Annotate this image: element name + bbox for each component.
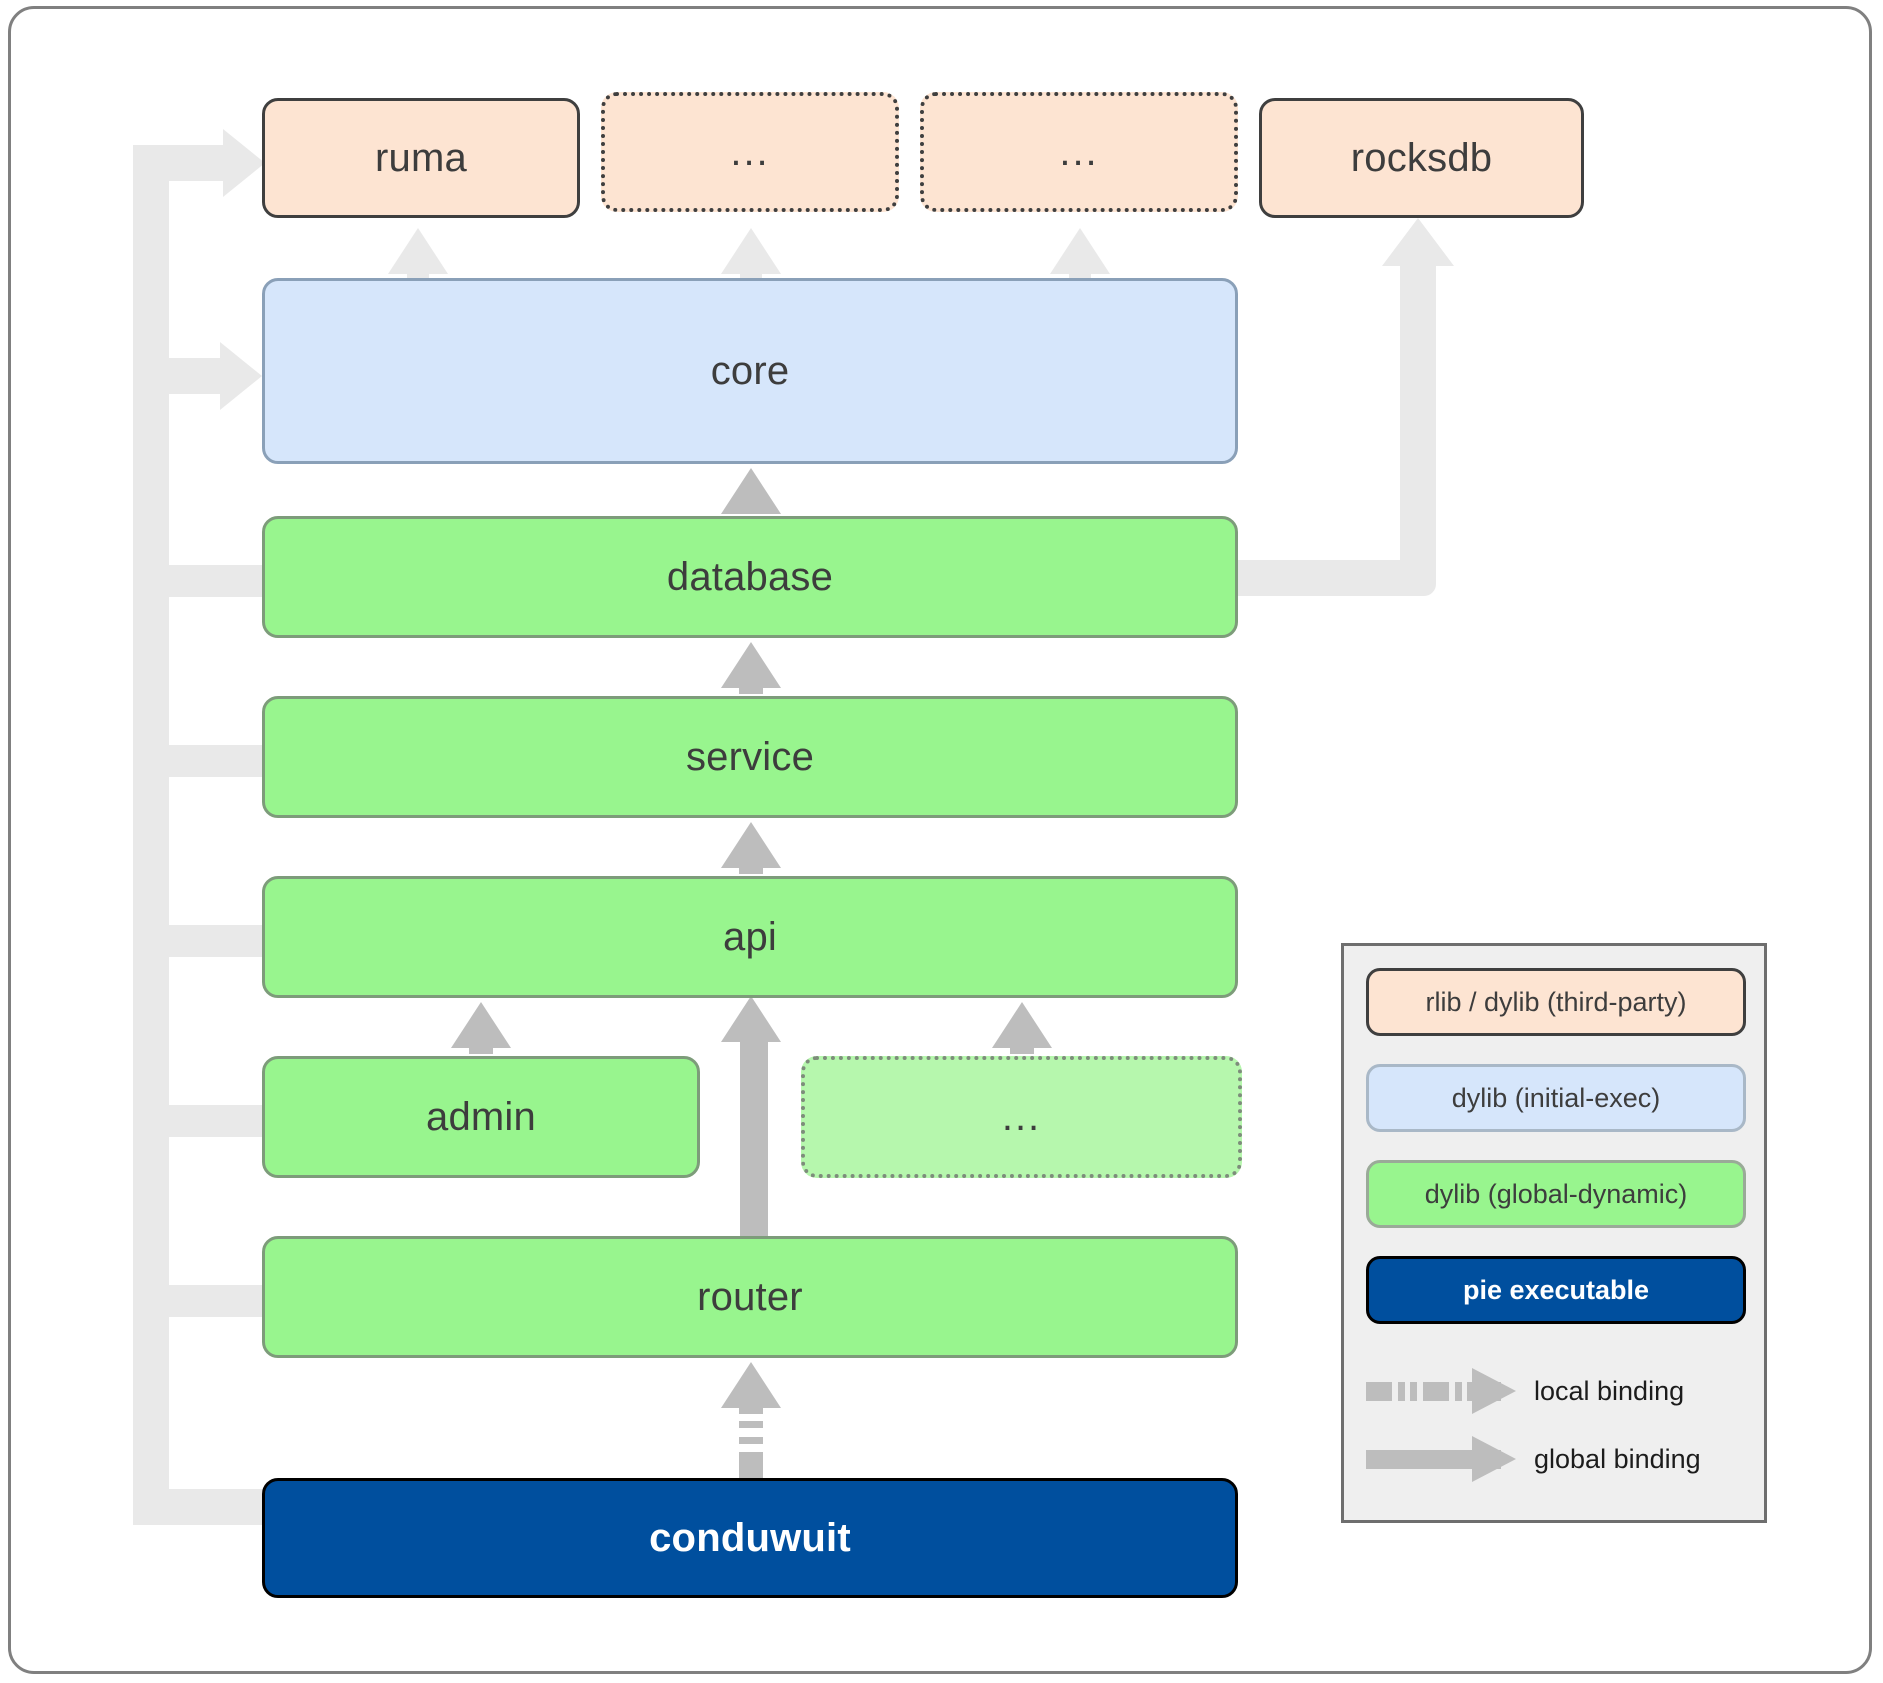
conduwuit-to-router-head (721, 1362, 781, 1408)
node-ellipsis-top-1[interactable]: ... (601, 92, 899, 212)
api-to-service-head (721, 822, 781, 868)
core-to-ellipsis1-head (721, 228, 781, 274)
legend-binding-global: global binding (1366, 1432, 1758, 1486)
node-rocksdb-label: rocksdb (1350, 135, 1493, 180)
node-service-label: service (685, 734, 815, 779)
branch-to-database (133, 565, 265, 597)
legend-swatch-global-dynamic-label: dylib (global-dynamic) (1424, 1178, 1688, 1209)
node-admin-label: admin (426, 1094, 536, 1139)
node-database[interactable]: database (262, 516, 1238, 638)
node-router-label: router (697, 1274, 803, 1319)
legend-swatch-global-dynamic: dylib (global-dynamic) (1366, 1160, 1746, 1228)
node-core[interactable]: core (262, 278, 1238, 464)
node-ellipsis-api-label: ... (1001, 1094, 1042, 1139)
core-to-ruma-head (388, 228, 448, 274)
branch-to-ruma (133, 145, 233, 181)
branch-to-core (133, 358, 233, 394)
router-to-api-shaft (740, 1028, 768, 1246)
database-to-rocksdb-vertical (1400, 250, 1436, 570)
node-conduwuit-label: conduwuit (649, 1515, 851, 1560)
node-service[interactable]: service (262, 696, 1238, 818)
legend-swatch-initial-exec-label: dylib (initial-exec) (1451, 1082, 1661, 1113)
arrowhead-rocksdb (1382, 218, 1454, 266)
conduwuit-to-router-seg-3 (739, 1421, 763, 1428)
node-ellipsis-api[interactable]: ... (801, 1056, 1242, 1178)
node-router[interactable]: router (262, 1236, 1238, 1358)
node-rocksdb[interactable]: rocksdb (1259, 98, 1584, 218)
legend-swatch-initial-exec: dylib (initial-exec) (1366, 1064, 1746, 1132)
branch-to-router (133, 1285, 265, 1317)
node-ruma[interactable]: ruma (262, 98, 580, 218)
dashed-arrow-icon (1366, 1368, 1516, 1414)
ellipsis-api-to-api-head (992, 1002, 1052, 1048)
branch-to-api (133, 925, 265, 957)
legend-swatch-third-party: rlib / dylib (third-party) (1366, 968, 1746, 1036)
router-to-api-head (721, 996, 781, 1042)
node-api[interactable]: api (262, 876, 1238, 998)
arrowhead-core (220, 342, 262, 410)
node-api-label: api (723, 914, 777, 959)
node-ellipsis-top-1-label: ... (730, 129, 770, 174)
node-database-label: database (666, 554, 834, 599)
legend-binding-local-label: local binding (1534, 1375, 1685, 1406)
legend-swatch-pie-executable: pie executable (1366, 1256, 1746, 1324)
node-core-label: core (710, 348, 790, 393)
legend-swatch-third-party-label: rlib / dylib (third-party) (1425, 986, 1687, 1017)
solid-arrow-icon (1366, 1436, 1516, 1482)
node-conduwuit[interactable]: conduwuit (262, 1478, 1238, 1598)
admin-to-api-head (451, 1002, 511, 1048)
service-to-database-head (721, 642, 781, 688)
node-ruma-label: ruma (375, 135, 467, 180)
legend-binding-global-label: global binding (1534, 1443, 1701, 1474)
conduwuit-to-router-seg-1 (739, 1452, 763, 1478)
legend-panel: rlib / dylib (third-party) dylib (initia… (1341, 943, 1767, 1523)
core-to-ellipsis2-head (1050, 228, 1110, 274)
branch-to-service (133, 745, 265, 777)
database-to-core-head (721, 468, 781, 514)
node-ellipsis-top-2-label: ... (1059, 129, 1099, 174)
node-admin[interactable]: admin (262, 1056, 700, 1178)
conduwuit-to-router-seg-2 (739, 1437, 763, 1444)
branch-to-admin (133, 1105, 265, 1137)
legend-binding-local: local binding (1366, 1364, 1758, 1418)
node-ellipsis-top-2[interactable]: ... (920, 92, 1238, 212)
legend-swatch-pie-executable-label: pie executable (1462, 1274, 1650, 1305)
arrowhead-ruma (223, 129, 265, 197)
trunk-vertical (133, 145, 169, 1525)
